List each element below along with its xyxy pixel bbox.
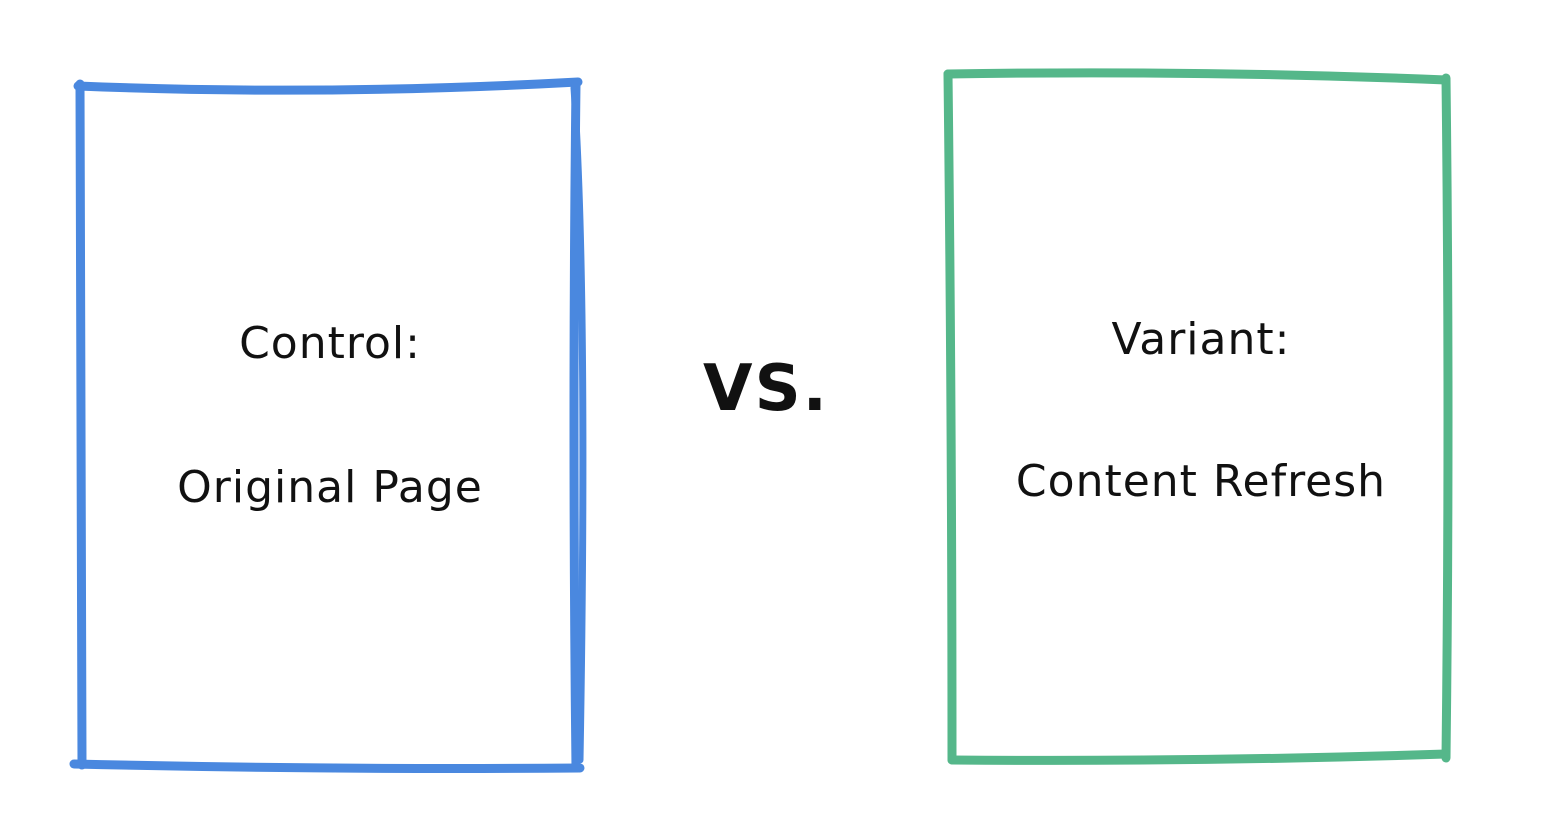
- control-title: Control:: [239, 318, 421, 369]
- variant-subtitle: Content Refresh: [1015, 456, 1387, 507]
- vs-separator: VS.: [703, 352, 829, 426]
- control-subtitle: Original Page: [177, 462, 483, 513]
- control-box: [69, 77, 587, 773]
- variant-box: [943, 68, 1453, 765]
- variant-title: Variant:: [1111, 314, 1291, 365]
